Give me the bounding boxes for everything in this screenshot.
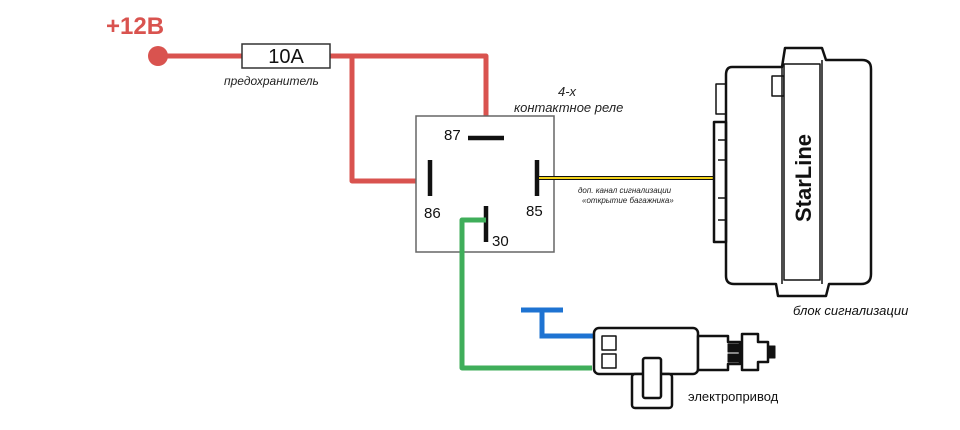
red-wires [158,53,489,184]
pin-85-label: 85 [526,203,543,220]
channel-label-line2: «открытие багажника» [582,196,674,205]
channel-label-line1: доп. канал сигнализации [578,186,672,195]
green-wire [459,217,592,371]
pin-30-label: 30 [492,233,509,250]
pin-86-label: 86 [424,205,441,222]
actuator-label: электропривод [688,389,779,404]
fuse: 10A [241,43,331,69]
fuse-label: предохранитель [224,74,319,88]
fuse-rating: 10A [268,46,304,68]
alarm-brand: StarLine [791,134,816,222]
relay-contacts [427,135,540,242]
pin-87-label: 87 [444,127,461,144]
actuator [592,326,776,410]
alarm-label: блок сигнализации [793,303,908,318]
relay-title-line2: контактное реле [514,100,623,115]
relay-title-line1: 4-х [558,84,577,99]
alarm-unit [712,46,873,298]
power-label: +12В [106,13,164,40]
blue-wire [521,307,596,339]
